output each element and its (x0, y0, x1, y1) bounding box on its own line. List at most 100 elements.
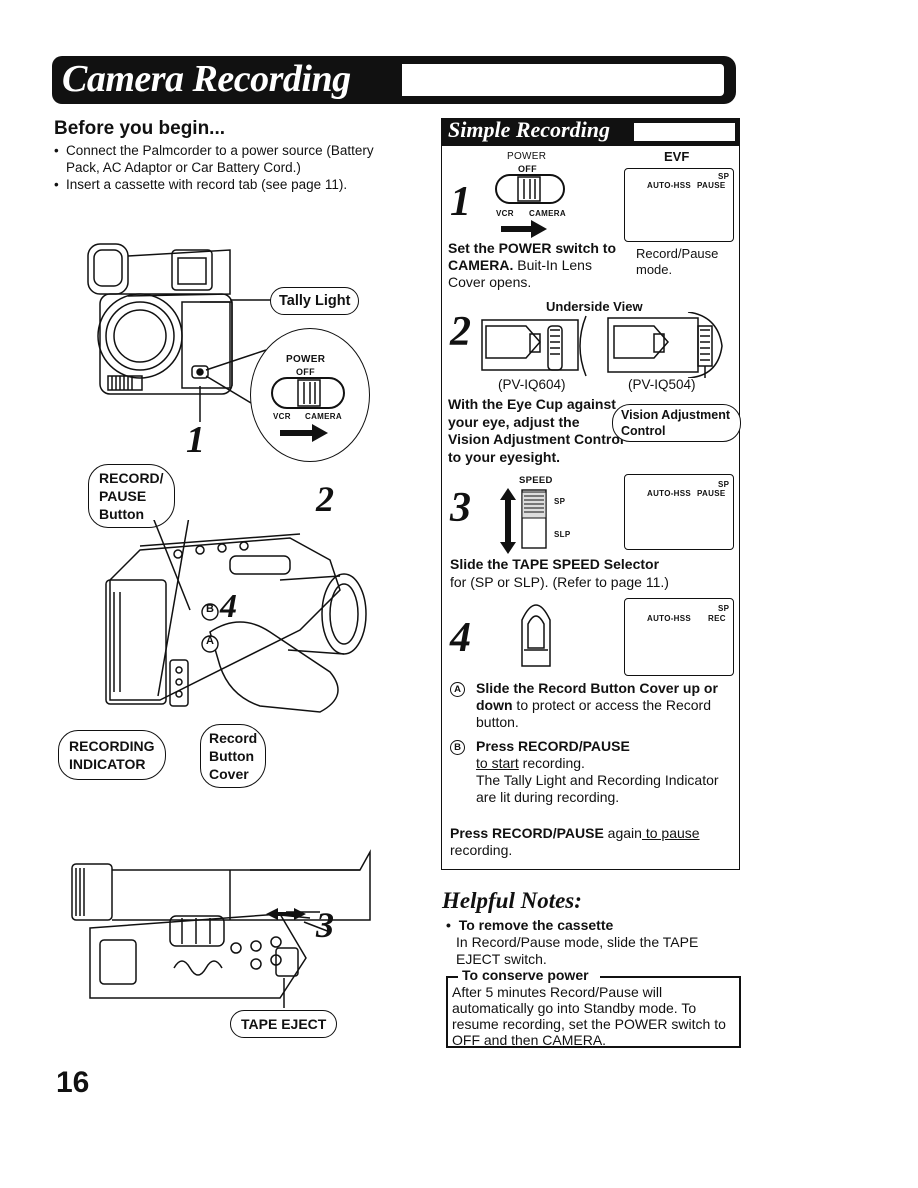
step1-power-label: POWER (507, 151, 547, 162)
camera-label: CAMERA (305, 412, 342, 421)
remove-cassette-text: In Record/Pause mode, slide the TAPE EJE… (456, 934, 699, 967)
record-cover-line: Record (209, 730, 258, 746)
footer-underline: to pause (641, 825, 700, 841)
step3-instr-bold: Slide the TAPE SPEED Selector (450, 556, 660, 572)
tally-light-callout: Tally Light (270, 287, 360, 315)
evf1-sp: SP (718, 172, 730, 181)
simple-recording-title: Simple Recording (448, 117, 610, 142)
bullet: • (446, 917, 459, 933)
underside-view-label: Underside View (546, 299, 643, 314)
record-button-cover-icon (521, 604, 551, 667)
model-a-label: (PV-IQ604) (498, 377, 566, 392)
step-3-marker: 3 (316, 905, 334, 945)
title-banner-box (400, 62, 726, 98)
step4-b-bold: Press RECORD/PAUSE (476, 738, 630, 754)
recording-indicator-line: INDICATOR (69, 756, 146, 772)
before-list: Connect the Palmcorder to a power source… (54, 142, 394, 193)
eyecup-illustration (481, 312, 723, 378)
evf-label: EVF (664, 149, 690, 164)
step1-off-label: OFF (518, 164, 537, 174)
evf-display-4 (624, 598, 734, 676)
off-label: OFF (296, 367, 315, 377)
tape-eject-callout: TAPE EJECT (230, 1010, 338, 1038)
page-number: 16 (56, 1066, 90, 1099)
camera-underside-illustration (71, 849, 371, 1008)
tape-speed-selector-icon (500, 488, 547, 554)
panel-footer-line: Press RECORD/PAUSE again to pause (450, 825, 700, 842)
evf4-mode: REC (708, 614, 726, 623)
evf4-sp: SP (718, 604, 730, 613)
step4-b-line: to start recording. (476, 755, 585, 772)
circled-a: A (450, 682, 465, 697)
before-bullet: Insert a cassette with record tab (see p… (54, 176, 394, 193)
camera-side-illustration (105, 520, 367, 713)
helpful-notes-heading: Helpful Notes: (442, 888, 582, 913)
evf1-auto: AUTO-HSS (647, 181, 692, 190)
slp-label: SLP (554, 530, 571, 539)
label-a: A (206, 635, 214, 647)
vcr-label: VCR (273, 412, 291, 421)
evf1-mode: PAUSE (697, 181, 726, 190)
step4-b-underline: to start (476, 755, 519, 771)
remove-cassette-heading: • To remove the cassette (446, 917, 613, 934)
record-pause-line: RECORD/ (99, 470, 164, 486)
step1-caption: Record/Pause mode. (636, 246, 719, 277)
vision-callout-line: Vision Adjustment (621, 408, 731, 422)
record-cover-line: Button (209, 748, 255, 764)
step1-camera-label: CAMERA (529, 209, 566, 218)
speed-label: SPEED (519, 475, 553, 486)
step-1-marker: 1 (186, 419, 205, 461)
simple-recording-header-box (634, 123, 735, 141)
evf3-auto: AUTO-HSS (647, 489, 692, 498)
conserve-power-box (446, 978, 741, 1048)
evf4-auto: AUTO-HSS (647, 614, 692, 623)
step1-vcr-label: VCR (496, 209, 514, 218)
recording-indicator-callout: RECORDING INDICATOR (58, 730, 166, 780)
box-top-left-rule (446, 976, 458, 978)
step-2-marker: 2 (316, 479, 334, 519)
record-pause-callout: RECORD/ PAUSE Button (88, 464, 175, 528)
step-4-marker: 4 (220, 588, 237, 625)
step1-arrow-right-icon (501, 220, 547, 238)
power-label: POWER (286, 354, 326, 365)
sp-label: SP (554, 497, 566, 506)
power-switch-icon (271, 377, 345, 409)
arrow-right-icon (280, 424, 328, 442)
step-4-number: 4 (450, 615, 471, 661)
before-heading: Before you begin... (54, 118, 226, 139)
conserve-power-heading: To conserve power (460, 967, 591, 984)
step1-instr-rest: Buit-In Lens Cover opens. (448, 257, 592, 290)
conserve-power-text: After 5 minutes Record/Pause will automa… (452, 984, 726, 1048)
box-top-right-rule (600, 976, 741, 978)
step1-power-switch-icon (495, 174, 565, 204)
evf3-mode: PAUSE (697, 489, 726, 498)
evf3-sp: SP (718, 480, 730, 489)
step4-a-text: Slide the Record Button Cover up or down… (476, 680, 738, 731)
footer-again: again (603, 825, 642, 841)
camera-front-illustration (87, 243, 276, 422)
step4-a-bold: Slide the Record Button Cover up or down (476, 680, 718, 713)
vision-adjustment-callout: Vision Adjustment Control (612, 404, 742, 442)
circled-b: B (450, 740, 465, 755)
step1-instruction: Set the POWER switch to CAMERA. Buit-In … (448, 240, 626, 291)
step4-a-rest: to protect or access the Record button. (476, 697, 711, 730)
evf-display-3 (624, 474, 734, 550)
record-pause-line: Button (99, 506, 145, 522)
step1-instr-bold: Set the POWER switch to CAMERA. (448, 240, 617, 273)
step-1-number: 1 (450, 179, 471, 225)
remove-heading-text: To remove the cassette (458, 917, 614, 933)
record-cover-line: Cover (209, 766, 249, 782)
step4-b-rest1: recording. (518, 755, 585, 771)
before-bullet: Connect the Palmcorder to a power source… (54, 142, 394, 176)
step2-instruction: With the Eye Cup against your eye, adjus… (448, 396, 624, 465)
footer-rest: recording. (450, 842, 513, 858)
step3-instr-rest: for (SP or SLP). (Refer to page 11.) (450, 574, 669, 590)
evf-display-1 (624, 168, 734, 242)
label-b: B (206, 603, 214, 615)
model-b-label: (PV-IQ504) (628, 377, 696, 392)
record-pause-line: PAUSE (99, 488, 147, 504)
step-3-number: 3 (450, 485, 471, 531)
step4-b-rest2: The Tally Light and Recording Indicator … (476, 772, 719, 805)
step-2-number: 2 (450, 309, 471, 355)
recording-indicator-line: RECORDING (69, 738, 155, 754)
